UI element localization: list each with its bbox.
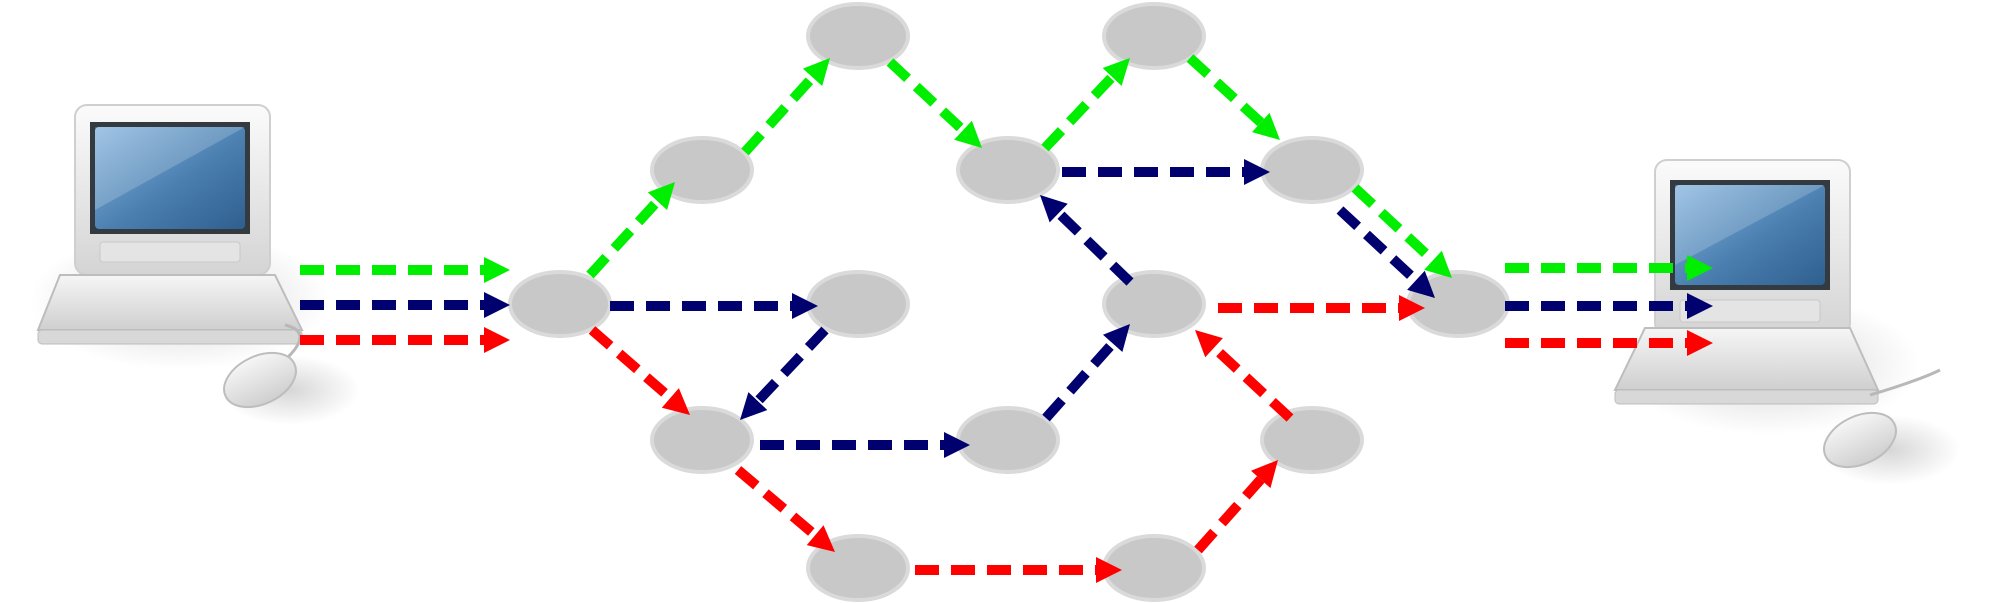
router-node-n12 — [1260, 406, 1364, 474]
router-node-n5 — [1260, 136, 1364, 204]
packet-arrow-green — [586, 182, 675, 279]
router-node-n10 — [806, 534, 910, 602]
packet-arrow-green — [300, 257, 510, 283]
packet-arrow-red — [1218, 295, 1425, 321]
packet-arrow-green — [1351, 184, 1452, 278]
router-node-n11 — [1102, 534, 1206, 602]
router-node-entry — [508, 270, 612, 338]
router-node-n4 — [1102, 2, 1206, 70]
router-node-n3 — [956, 136, 1060, 204]
packet-arrow-red — [1194, 460, 1278, 554]
router-node-n9 — [1102, 270, 1206, 338]
source-computer-icon — [30, 104, 360, 425]
router-node-n8 — [956, 406, 1060, 474]
packet-arrow-red — [1195, 330, 1294, 422]
router-nodes — [508, 2, 1510, 602]
packet-arrow-red — [300, 327, 510, 353]
packet-arrow-green — [741, 58, 830, 156]
packet-arrow-blue — [740, 326, 829, 420]
router-node-n6 — [806, 270, 910, 338]
router-node-n7 — [650, 406, 754, 474]
packet-arrow-green — [1041, 58, 1130, 152]
packet-arrow-green — [1186, 54, 1280, 140]
packet-arrow-blue — [1040, 195, 1134, 286]
destination-computer-icon — [1613, 159, 1960, 485]
packet-arrow-red — [915, 557, 1122, 583]
packet-arrow-green — [886, 58, 982, 148]
packet-arrow-blue — [1042, 324, 1130, 422]
packet-arrow-blue — [1062, 159, 1270, 185]
packet-arrow-red — [734, 466, 835, 552]
packet-arrow-green — [1505, 255, 1713, 281]
packet-arrow-blue — [760, 432, 970, 458]
packet-arrow-blue — [1336, 206, 1435, 298]
router-node-n2 — [806, 2, 910, 70]
packet-arrow-red — [1505, 330, 1713, 356]
packet-routes — [300, 54, 1713, 583]
router-node-n1 — [650, 136, 754, 204]
packet-arrow-blue — [1505, 293, 1713, 319]
packet-arrow-blue — [300, 292, 510, 318]
packet-arrow-red — [588, 326, 690, 415]
packet-arrow-blue — [610, 293, 818, 319]
